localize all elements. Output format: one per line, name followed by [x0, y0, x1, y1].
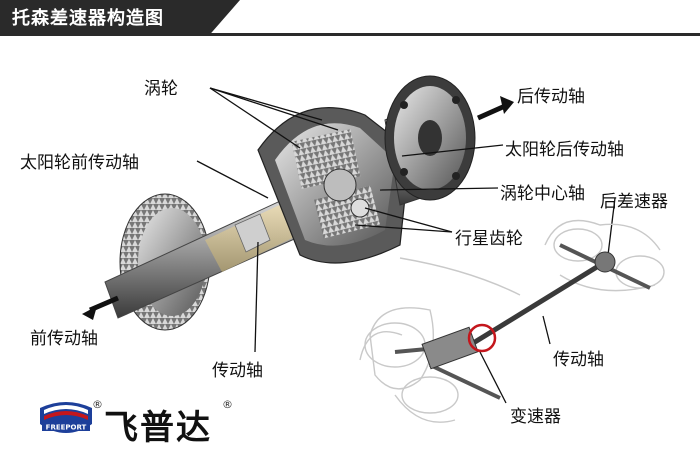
label-rear-differential: 后差速器	[600, 192, 668, 212]
brand-logo: FREEPORT ® 飞普达 ®	[36, 398, 236, 448]
title-divider	[0, 33, 700, 36]
label-rear-shaft: 后传动轴	[517, 87, 585, 107]
label-sun-rear-shaft: 太阳轮后传动轴	[505, 140, 624, 160]
highlight-circle	[467, 323, 497, 353]
page-title: 托森差速器构造图	[12, 8, 164, 29]
brand-reg-mark: ®	[222, 398, 233, 411]
label-planet-gear: 行星齿轮	[455, 229, 523, 249]
freeport-emblem-icon: FREEPORT	[40, 402, 92, 433]
logo-reg-mark: ®	[92, 398, 103, 411]
logo-text: FREEPORT	[46, 424, 87, 432]
vehicle-driveline	[394, 243, 651, 400]
rear-flange	[384, 75, 476, 206]
label-drive-shaft-main: 传动轴	[212, 361, 263, 381]
title-bar: 托森差速器构造图	[0, 0, 700, 36]
front-arrow	[82, 295, 119, 320]
label-worm-gear: 涡轮	[144, 79, 178, 99]
label-transmission: 变速器	[510, 407, 561, 427]
title-background	[0, 0, 240, 33]
label-worm-center-shaft: 涡轮中心轴	[500, 184, 585, 204]
label-front-shaft: 前传动轴	[30, 329, 98, 349]
label-sun-front-shaft: 太阳轮前传动轴	[20, 153, 139, 173]
brand-name: 飞普达	[104, 408, 212, 448]
differential-housing	[257, 107, 411, 264]
rear-arrow	[476, 96, 514, 121]
label-drive-shaft-car: 传动轴	[553, 350, 604, 370]
leader-lines	[196, 87, 616, 404]
